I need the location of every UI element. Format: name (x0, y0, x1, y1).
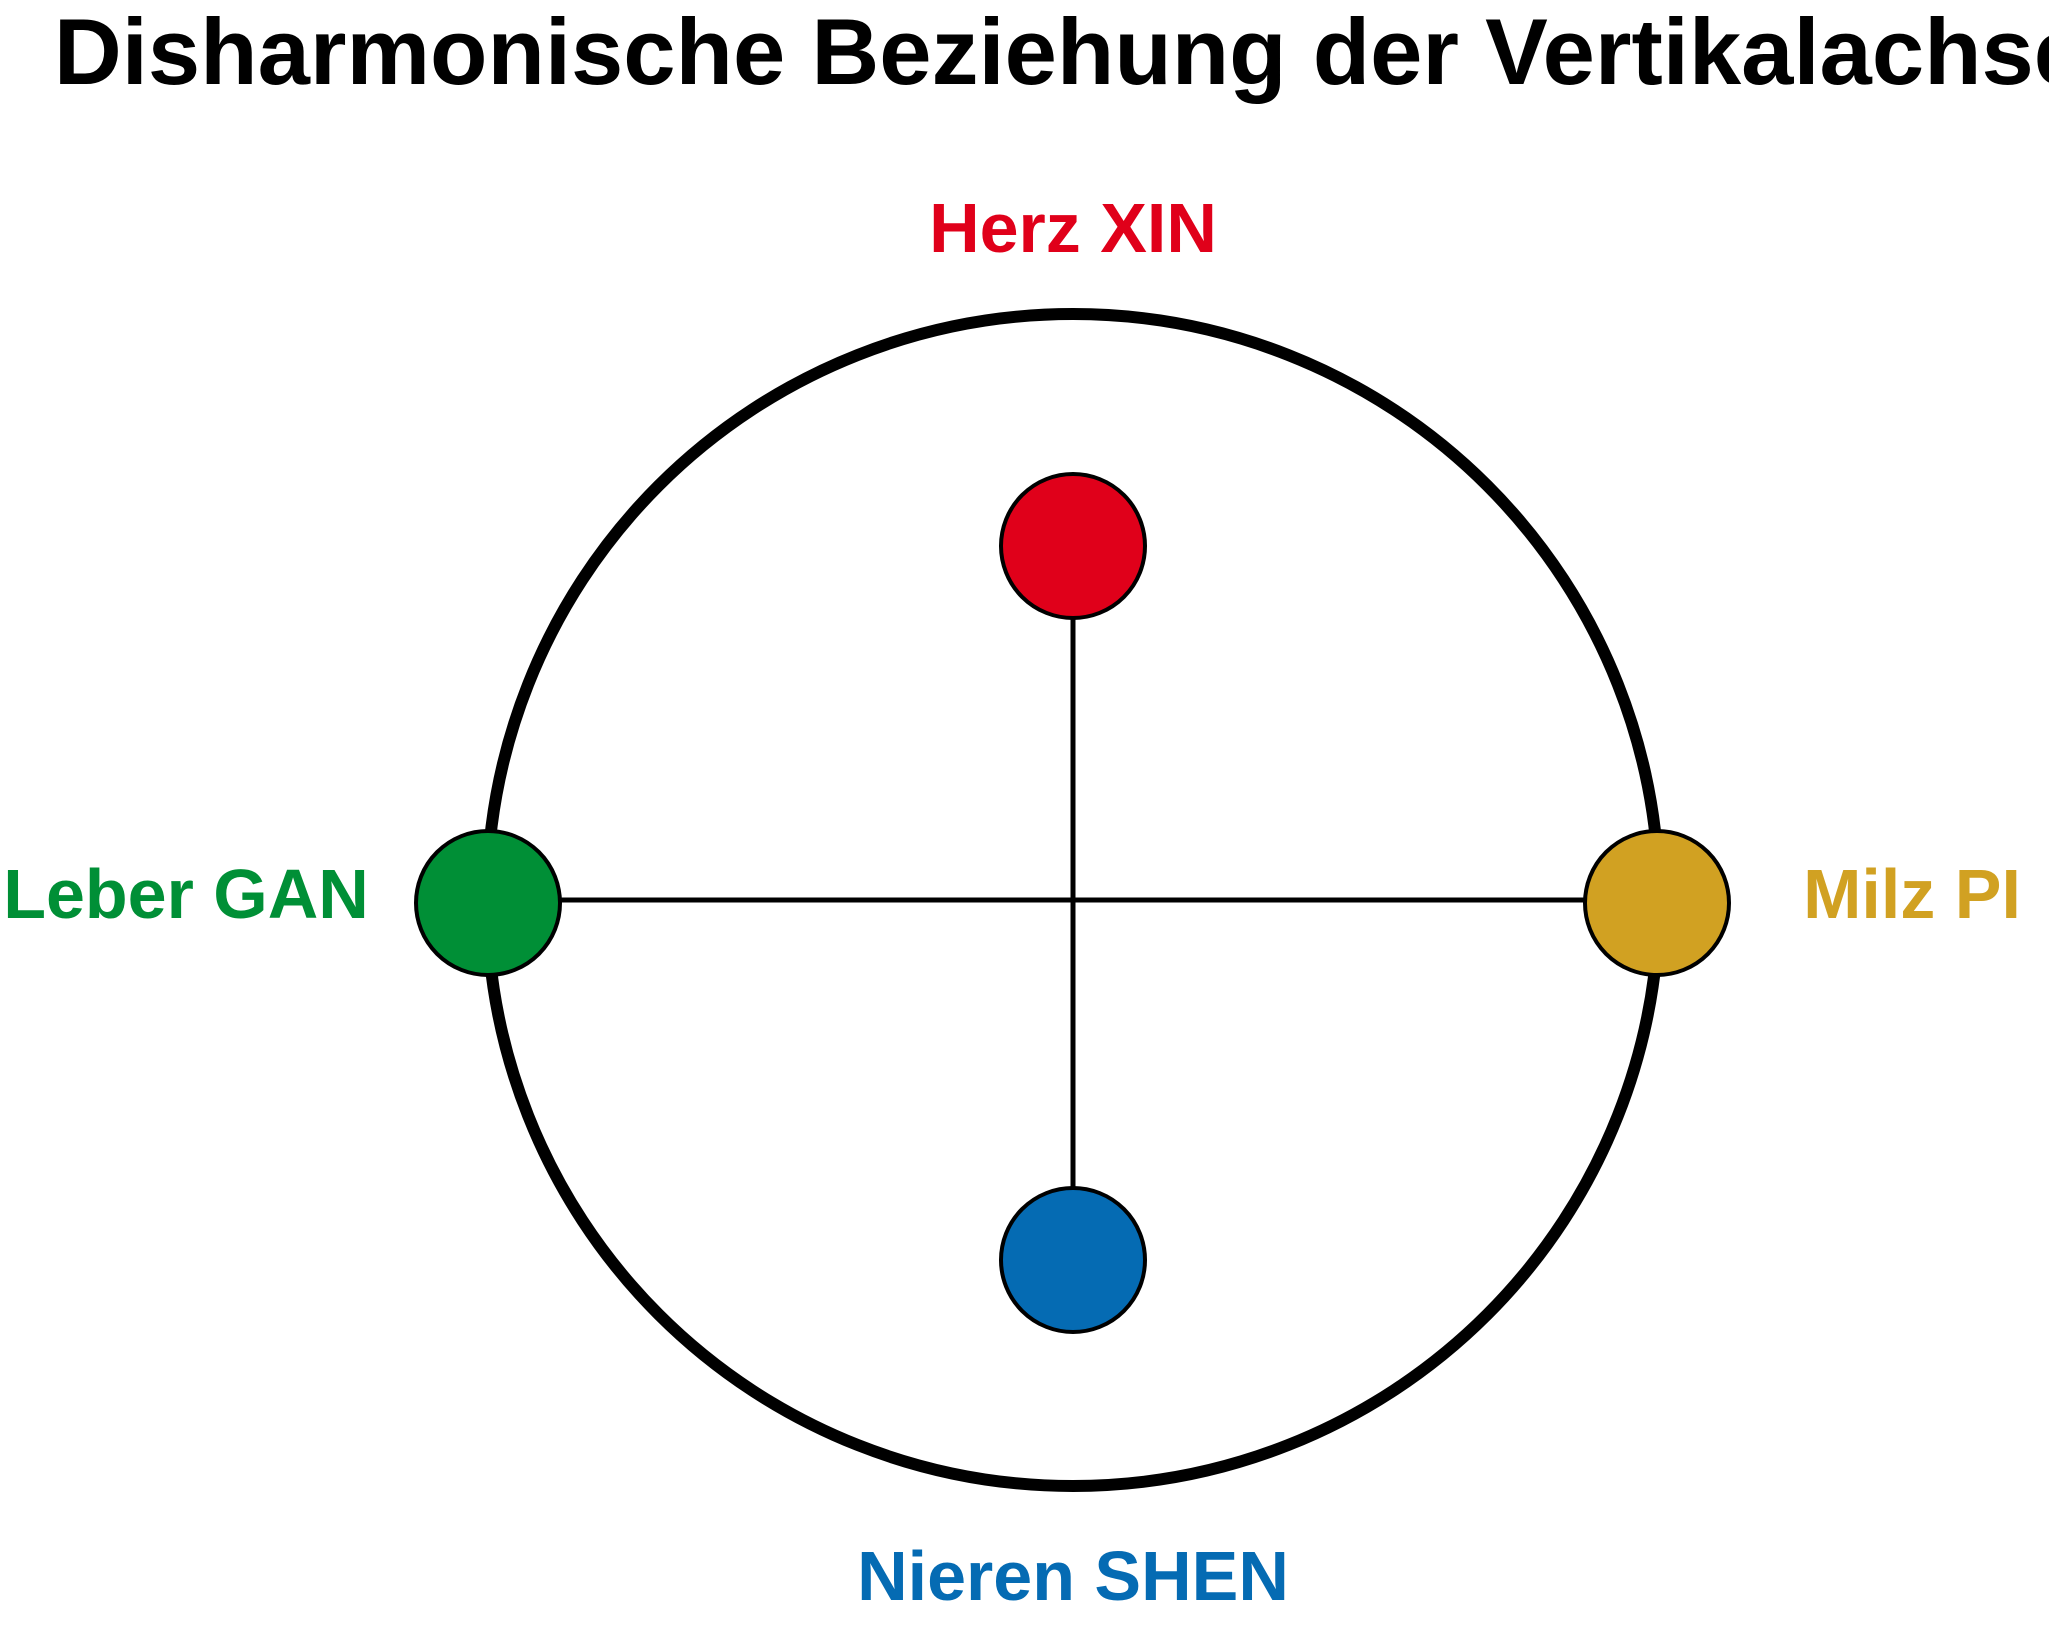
label-nieren: Nieren SHEN (857, 1537, 1289, 1615)
node-nieren (999, 1186, 1147, 1334)
node-herz (999, 472, 1147, 620)
node-leber (414, 829, 562, 977)
node-milz (1583, 829, 1731, 977)
label-herz: Herz XIN (929, 189, 1217, 267)
label-leber: Leber GAN (3, 855, 369, 933)
diagram-title: Disharmonische Beziehung der Vertikalach… (54, 0, 2049, 104)
label-milz: Milz PI (1803, 855, 2021, 933)
